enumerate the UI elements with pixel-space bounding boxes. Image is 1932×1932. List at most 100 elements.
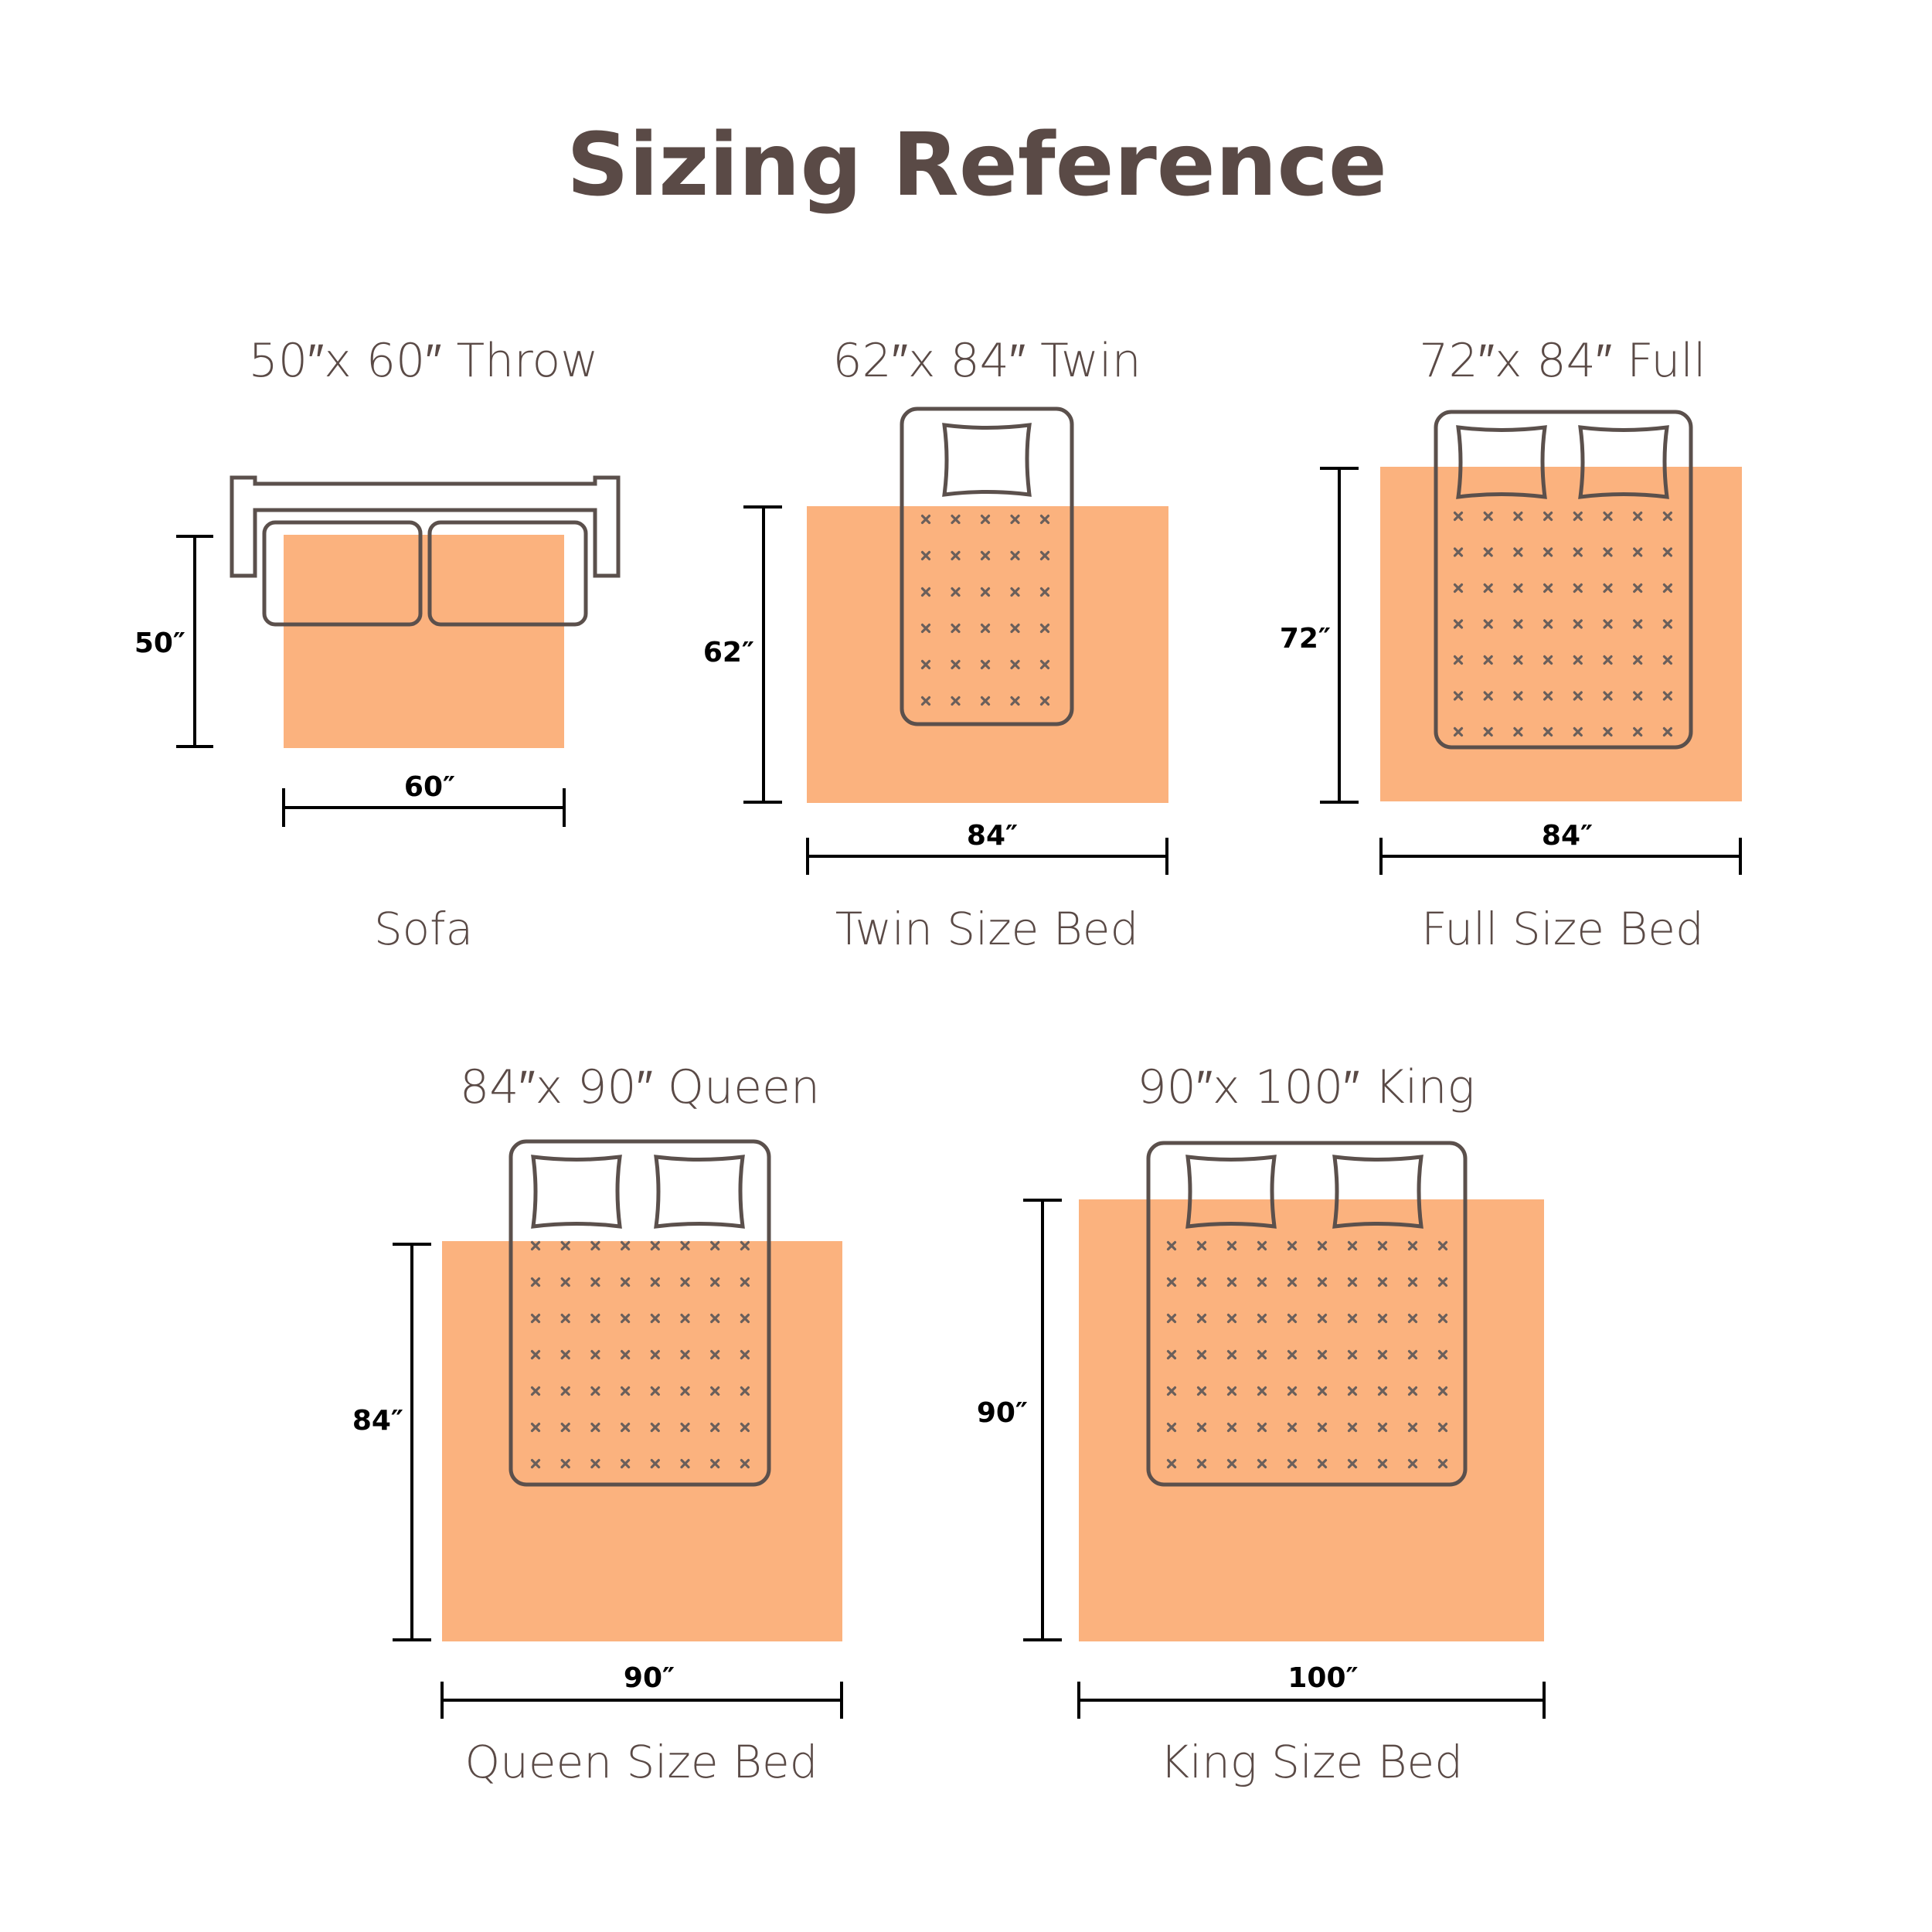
queen-height-label: 84″: [352, 1405, 403, 1437]
full-height-dimension: 72″: [1280, 467, 1359, 804]
tuft-mark: [1039, 696, 1050, 706]
tuft-mark: [650, 1277, 660, 1287]
twin-width-dimension: 84″: [806, 820, 1168, 875]
tuft-mark: [1166, 1422, 1177, 1433]
tuft-mark: [1437, 1349, 1448, 1360]
tuft-mark: [1039, 587, 1050, 597]
tuft-mark: [1166, 1277, 1177, 1287]
tuft-mark: [1662, 547, 1672, 557]
throw-caption: Sofa: [374, 903, 473, 955]
full-width-label: 84″: [1542, 820, 1593, 852]
tuft-mark: [1317, 1422, 1328, 1433]
tuft-mark: [1226, 1386, 1237, 1396]
tuft-mark: [740, 1313, 750, 1324]
tuft-mark: [1287, 1313, 1298, 1324]
throw-height-label: 50″: [134, 628, 185, 659]
queen-bed-icon: [509, 1139, 771, 1487]
tuft-mark: [1573, 583, 1583, 594]
king-width-dimension: 100″: [1077, 1662, 1546, 1719]
tuft-mark: [1347, 1422, 1358, 1433]
tuft-mark: [1603, 547, 1613, 557]
tuft-mark: [1377, 1313, 1388, 1324]
tuft-mark: [1573, 726, 1583, 737]
tuft-mark: [1437, 1240, 1448, 1251]
tuft-mark: [1543, 583, 1553, 594]
king-height-label: 90″: [977, 1397, 1028, 1429]
tuft-mark: [1407, 1458, 1418, 1469]
tuft-mark: [710, 1277, 720, 1287]
tuft-mark: [951, 550, 961, 561]
tuft-mark: [1196, 1458, 1207, 1469]
tuft-mark: [1287, 1386, 1298, 1396]
tuft-mark: [980, 587, 991, 597]
tuft-mark: [1633, 583, 1643, 594]
tuft-mark: [1603, 691, 1613, 701]
tuft-mark: [1166, 1349, 1177, 1360]
tuft-mark: [1453, 547, 1464, 557]
tuft-mark: [1633, 619, 1643, 629]
tuft-mark: [1287, 1422, 1298, 1433]
tuft-mark: [1166, 1386, 1177, 1396]
tuft-mark: [1543, 726, 1553, 737]
page-title: Sizing Reference: [566, 115, 1387, 216]
king-caption: King Size Bed: [1160, 1736, 1463, 1788]
tuft-mark: [1287, 1240, 1298, 1251]
tuft-mark: [650, 1240, 660, 1251]
tuft-mark: [650, 1313, 660, 1324]
tuft-mark: [1407, 1277, 1418, 1287]
tuft-mark: [1039, 659, 1050, 670]
tuft-mark: [1633, 726, 1643, 737]
twin-panel: 62″x 84″ Twin 62″ 84″ Twin Size Bed: [703, 334, 1168, 955]
tuft-mark: [1010, 514, 1020, 525]
tuft-mark: [680, 1313, 690, 1324]
tuft-mark: [621, 1349, 631, 1360]
full-heading: 72″x 84″ Full: [1419, 334, 1706, 388]
tuft-mark: [740, 1458, 750, 1469]
tuft-mark: [740, 1349, 750, 1360]
tuft-mark: [740, 1240, 750, 1251]
twin-bed-icon: [900, 406, 1074, 726]
tuft-mark: [1437, 1422, 1448, 1433]
tuft-mark: [530, 1313, 541, 1324]
tuft-mark: [980, 696, 991, 706]
twin-caption: Twin Size Bed: [835, 903, 1139, 955]
tuft-mark: [740, 1386, 750, 1396]
tuft-mark: [1633, 691, 1643, 701]
tuft-mark: [590, 1349, 600, 1360]
tuft-mark: [621, 1386, 631, 1396]
tuft-mark: [1662, 619, 1672, 629]
tuft-mark: [1347, 1277, 1358, 1287]
tuft-mark: [1377, 1386, 1388, 1396]
tuft-mark: [1347, 1313, 1358, 1324]
queen-width-label: 90″: [624, 1662, 675, 1694]
tuft-mark: [1377, 1422, 1388, 1433]
tuft-mark: [1513, 511, 1523, 522]
tuft-mark: [530, 1422, 541, 1433]
tuft-mark: [680, 1458, 690, 1469]
tuft-mark: [650, 1386, 660, 1396]
tuft-mark: [710, 1313, 720, 1324]
tuft-mark: [920, 623, 931, 634]
tuft-mark: [560, 1422, 570, 1433]
tuft-mark: [740, 1277, 750, 1287]
tuft-mark: [1513, 547, 1523, 557]
tuft-mark: [1573, 691, 1583, 701]
tuft-mark: [1166, 1458, 1177, 1469]
tuft-mark: [1407, 1313, 1418, 1324]
tuft-mark: [1573, 655, 1583, 665]
tuft-mark: [1513, 655, 1523, 665]
tuft-mark: [1257, 1240, 1267, 1251]
tuft-mark: [1437, 1458, 1448, 1469]
tuft-mark: [1010, 659, 1020, 670]
tuft-mark: [1633, 511, 1643, 522]
tuft-mark: [590, 1313, 600, 1324]
throw-panel: 50″x 60″ Throw 50″ 60″ Sofa: [134, 334, 621, 955]
tuft-mark: [1010, 623, 1020, 634]
tuft-mark: [621, 1458, 631, 1469]
tuft-mark: [1453, 511, 1464, 522]
tuft-mark: [1287, 1458, 1298, 1469]
tuft-mark: [1317, 1386, 1328, 1396]
tuft-mark: [1317, 1240, 1328, 1251]
tuft-mark: [1513, 619, 1523, 629]
tuft-mark: [1377, 1277, 1388, 1287]
